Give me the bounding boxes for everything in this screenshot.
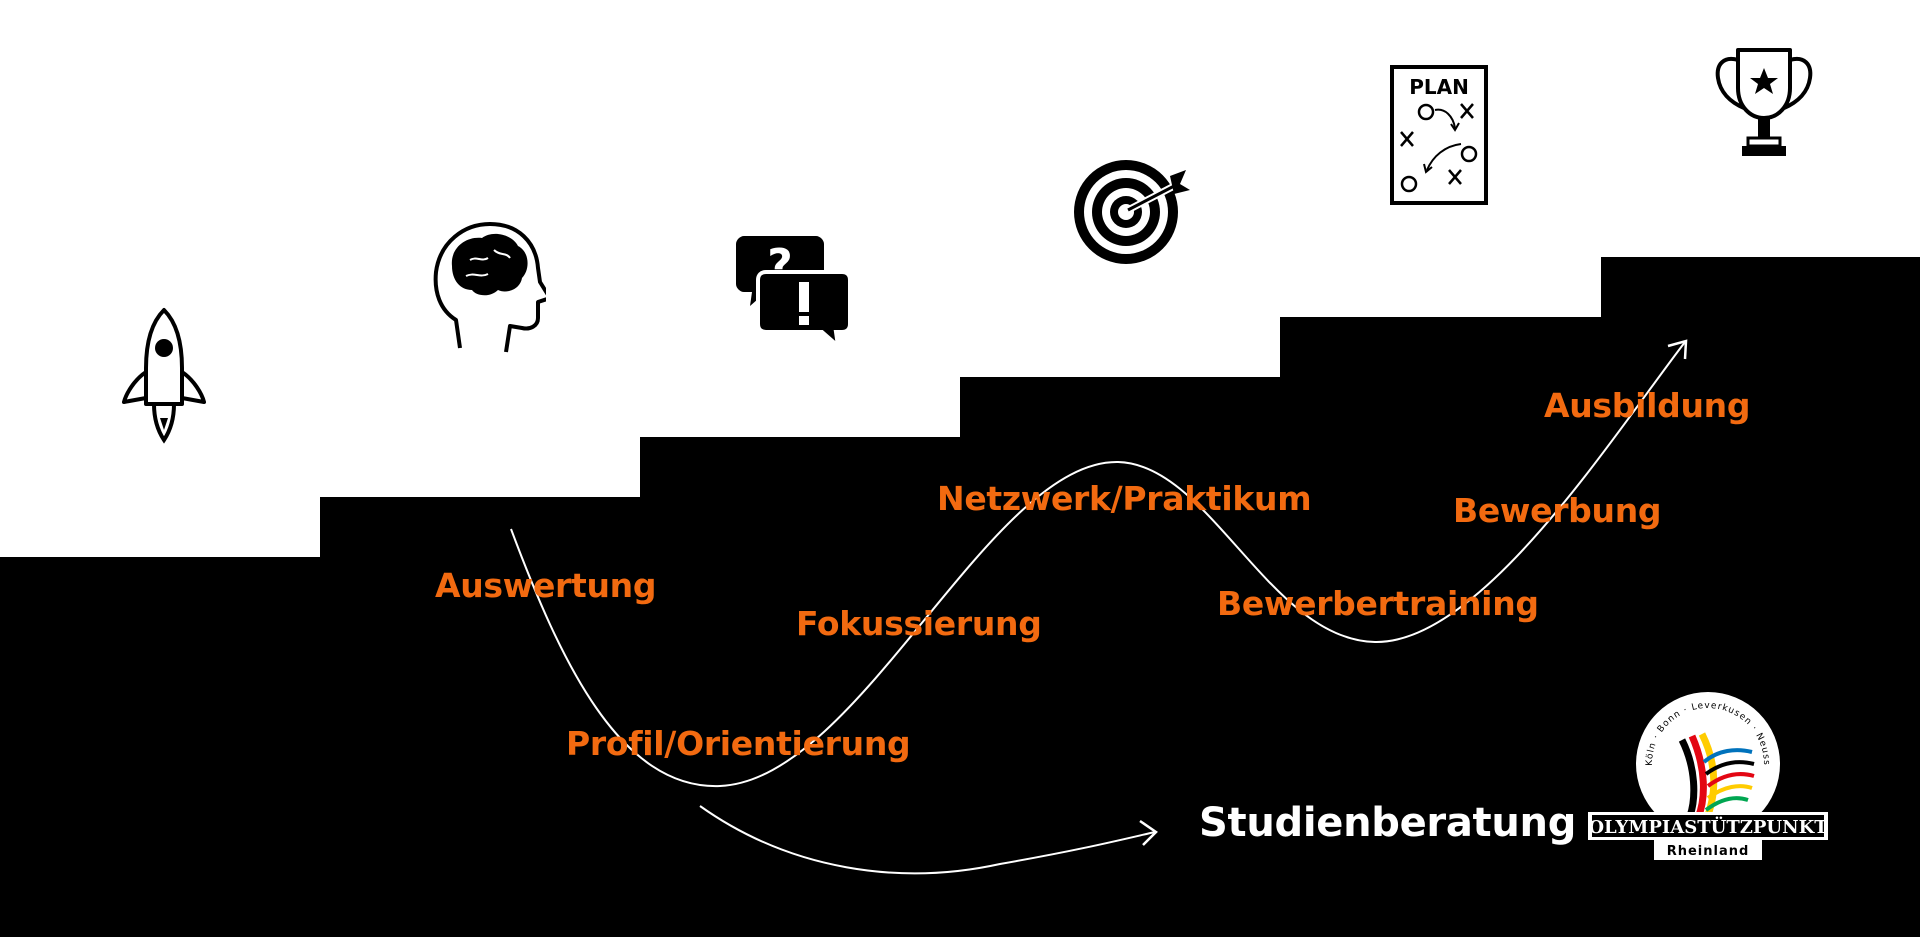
studienberatung-arrow [699, 805, 1156, 875]
studienberatung-arrowhead [1139, 819, 1158, 846]
stage-label-auswertung: Auswertung [435, 566, 657, 605]
curve-arrowhead [1667, 339, 1688, 360]
stage-label-fokussierung: Fokussierung [796, 604, 1042, 643]
career-path-curve [510, 341, 1686, 788]
target-arrow-icon [1074, 160, 1190, 264]
question-exclamation-icon: ? [736, 236, 852, 348]
studienberatung-label: Studienberatung [1199, 800, 1577, 846]
stage-label-ausbildung: Ausbildung [1544, 386, 1751, 425]
olympiastuetzpunkt-logo: Köln · Bonn · Leverkusen · Neuss OLYMPIA… [1588, 692, 1828, 860]
logo-name: OLYMPIASTÜTZPUNKT [1588, 815, 1828, 838]
logo-region: Rheinland [1667, 844, 1750, 859]
rocket-icon [122, 308, 206, 444]
staircase [0, 257, 1920, 937]
stage-label-profil-orientierung: Profil/Orientierung [566, 724, 911, 763]
brain-head-icon [433, 222, 546, 353]
stage-label-bewerbertraining: Bewerbertraining [1217, 584, 1539, 623]
plan-board-icon: PLAN [1390, 65, 1488, 205]
trophy-icon [1715, 48, 1813, 156]
stage-label-netzwerk-praktikum: Netzwerk/Praktikum [937, 479, 1312, 518]
stage-label-bewerbung: Bewerbung [1453, 491, 1662, 530]
plan-text: PLAN [1409, 75, 1469, 99]
